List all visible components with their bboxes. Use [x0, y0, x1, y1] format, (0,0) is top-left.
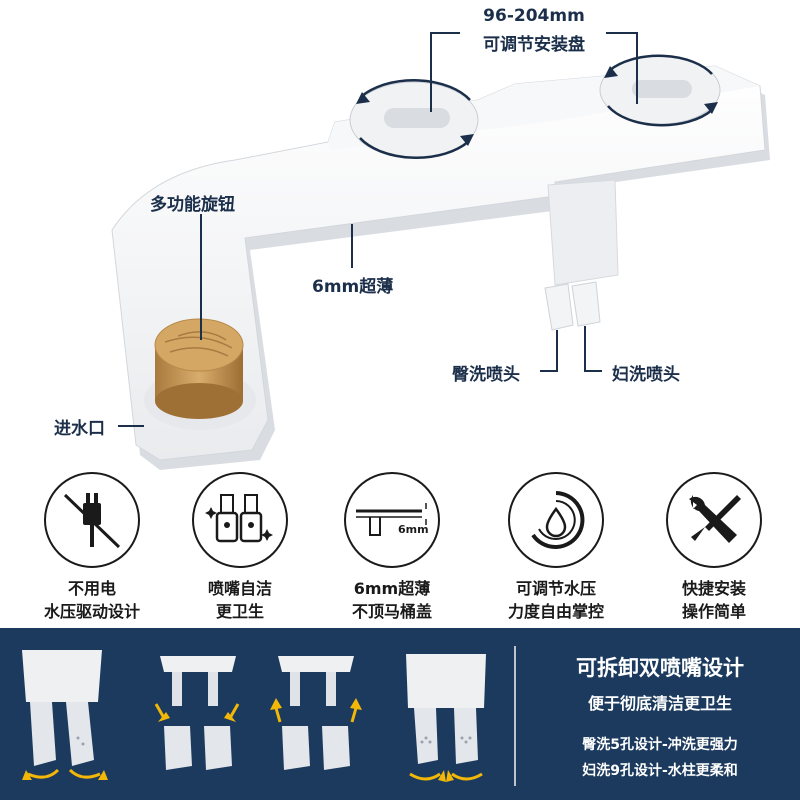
front-nozzle-callout-line-h [584, 370, 602, 372]
nozzle-card-1 [22, 650, 108, 780]
pressure-dial-icon [508, 472, 604, 568]
feature-4-line2: 力度自由掌控 [507, 602, 604, 621]
thin-callout-line [351, 224, 353, 268]
feature-4-line1: 可调节水压 [515, 579, 596, 598]
plate-callout-bracket-left-h [430, 32, 460, 34]
no-plug-icon [44, 472, 140, 568]
ultra-thin-icon-dim: 6mm [398, 523, 429, 536]
feature-3-line2: 不顶马桶盖 [351, 602, 432, 621]
banner-divider [514, 646, 516, 786]
banner-line-2: 妇洗9孔设计-水柱更柔和 [582, 763, 738, 779]
rear-nozzle-callout-line-h [540, 370, 558, 372]
feature-self-cleaning: 喷嘴自洁 更卫生 [180, 472, 300, 623]
ultra-thin-icon: 6mm [344, 472, 440, 568]
wrench-screwdriver-icon [666, 472, 762, 568]
detachable-nozzle-banner [0, 628, 800, 800]
banner-title: 可拆卸双喷嘴设计 [576, 656, 744, 680]
adjustable-plate-label: 可调节安装盘 [483, 35, 585, 55]
feature-1-line1: 不用电 [67, 579, 116, 598]
bidet-attachment-illustration [111, 54, 770, 470]
feature-quick-install: 快捷安装 操作简单 [654, 472, 774, 623]
self-clean-nozzle-icon [192, 472, 288, 568]
plate-range-label: 96-204mm [483, 6, 585, 26]
thin-label: 6mm超薄 [312, 277, 394, 297]
feature-1-line2: 水压驱动设计 [43, 602, 140, 621]
water-inlet-callout-line [118, 425, 144, 427]
banner-line-1: 臀洗5孔设计-冲洗更强力 [582, 737, 738, 753]
rear-nozzle-label: 臀洗喷头 [452, 365, 520, 385]
nozzle-card-2 [154, 656, 240, 770]
rear-nozzle-callout-line [556, 330, 558, 372]
nozzle-card-3 [270, 656, 362, 770]
banner-subtitle: 便于彻底清洁更卫生 [587, 694, 732, 713]
feature-5-line1: 快捷安装 [681, 579, 746, 598]
front-nozzle-label: 妇洗喷头 [612, 365, 680, 385]
feature-adjustable-pressure: 可调节水压 力度自由掌控 [496, 472, 616, 623]
feature-2-line1: 喷嘴自洁 [207, 579, 272, 598]
nozzle-card-4 [406, 654, 486, 782]
feature-2-line2: 更卫生 [215, 602, 264, 621]
plate-callout-bracket-left [430, 32, 432, 112]
plate-callout-bracket-right [636, 32, 638, 104]
water-inlet-label: 进水口 [54, 419, 105, 439]
feature-3-line1: 6mm超薄 [353, 579, 431, 598]
feature-no-electricity: 不用电 水压驱动设计 [32, 472, 152, 623]
front-nozzle-callout-line [584, 326, 586, 372]
knob-callout-line [200, 214, 202, 340]
feature-5-line2: 操作简单 [681, 602, 746, 621]
knob-label: 多功能旋钮 [150, 195, 235, 215]
feature-ultra-thin: 6mm 6mm超薄 不顶马桶盖 [332, 472, 452, 623]
plate-callout-bracket-right-h [606, 32, 636, 34]
